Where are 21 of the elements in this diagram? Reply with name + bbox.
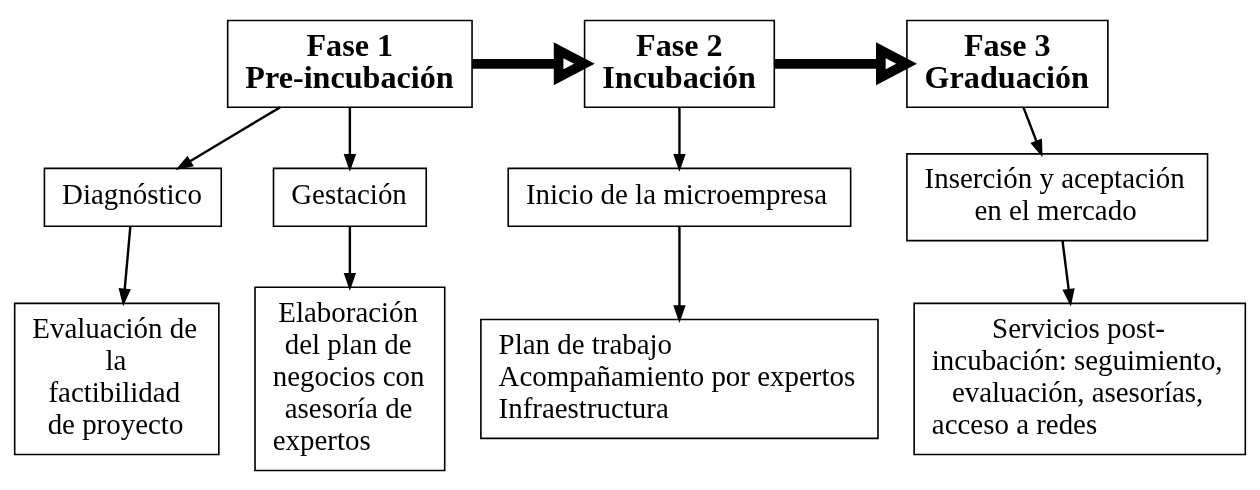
arrow bbox=[673, 106, 686, 172]
node-box: Inserción y aceptación en el mercado bbox=[906, 152, 1209, 241]
node-box: Fase 2 Incubación bbox=[583, 19, 776, 108]
node-box: Servicios post-incubación: seguimiento, evaluación, asesorías, acceso a redes bbox=[913, 302, 1247, 455]
arrow bbox=[774, 41, 917, 85]
arrow bbox=[673, 226, 686, 323]
arrow bbox=[1061, 240, 1075, 306]
arrow bbox=[118, 226, 132, 306]
node-box: Evaluación de la factibilidad de proyecto bbox=[13, 302, 220, 455]
arrow bbox=[175, 105, 281, 170]
arrow bbox=[343, 226, 357, 291]
node-box: Plan de trabajo Acompañamiento por expertos Infraestructura bbox=[480, 318, 879, 439]
arrow bbox=[472, 41, 595, 85]
node-box: Gestación bbox=[272, 167, 428, 227]
node-box: Fase 1 Pre-incubación bbox=[226, 19, 473, 108]
node-box: Inicio de la microempresa bbox=[507, 167, 852, 227]
node-box: Diagnóstico bbox=[43, 167, 223, 227]
arrow bbox=[343, 106, 357, 172]
node-box: Elaboración del plan de negocios con asesoría de expertos bbox=[254, 286, 446, 471]
node-box: Fase 3 Graduación bbox=[906, 19, 1109, 108]
arrow bbox=[1022, 106, 1043, 157]
